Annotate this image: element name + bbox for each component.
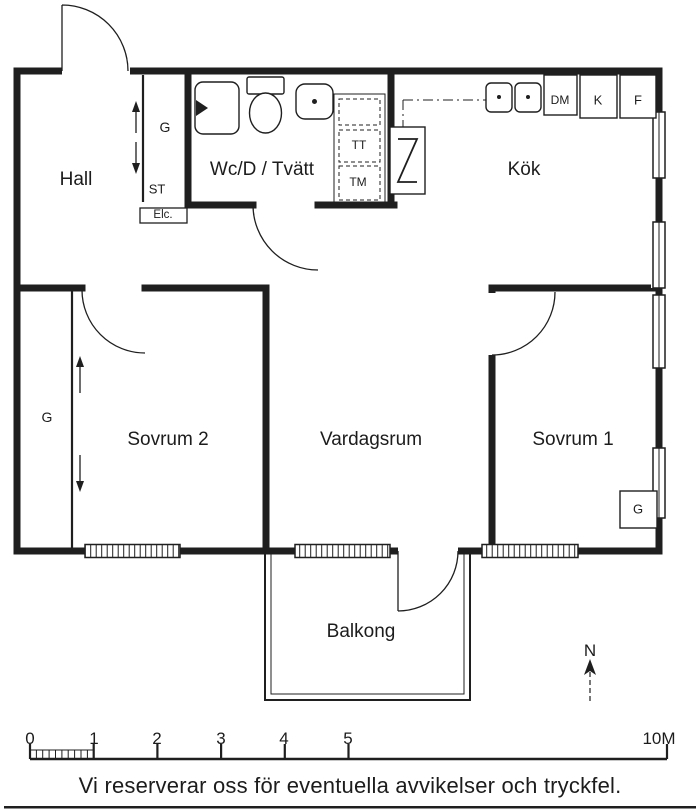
scale-bar (28, 744, 669, 761)
room-label-balkong: Balkong (326, 621, 396, 642)
room-label-kok: Kök (507, 159, 541, 180)
room-label-wc-tvatt: Wc/D / Tvätt (209, 159, 315, 180)
room-label-sovrum2: Sovrum 2 (127, 429, 209, 450)
kitchen-fixtures (389, 74, 657, 195)
wardrobe-label-left: G (41, 409, 53, 425)
dryer-label-tt: TT (351, 138, 367, 152)
shelf-label-st: ST (148, 181, 166, 197)
freezer-label-f: F (634, 92, 642, 108)
sliding-door-arrow-icons (76, 101, 140, 492)
scale-label-10m: 10M (642, 729, 676, 748)
scale-label-3: 3 (216, 729, 226, 748)
electrical-label: Elc. (153, 209, 173, 221)
bathroom-fixtures (194, 76, 334, 135)
north-arrow-icon (584, 659, 596, 701)
fridge-label-k: K (593, 92, 603, 108)
door-icons (61, 4, 556, 612)
walls (13, 67, 663, 555)
thin-walls (70, 75, 658, 551)
washer-label-tm: TM (349, 175, 367, 189)
scale-label-1: 1 (89, 729, 99, 748)
balcony-outline (264, 554, 471, 701)
scale-label-0: 0 (25, 729, 35, 748)
scale-label-2: 2 (152, 729, 162, 748)
window-icons (84, 111, 666, 559)
scale-label-4: 4 (279, 729, 289, 748)
dishwasher-label-dm: DM (550, 93, 570, 107)
wardrobe-label-hall: G (159, 119, 171, 135)
room-label-sovrum1: Sovrum 1 (532, 429, 614, 450)
north-label: N (583, 641, 597, 660)
scale-label-5: 5 (343, 729, 353, 748)
room-label-hall: Hall (59, 169, 93, 190)
room-label-vardagsrum: Vardagsrum (319, 429, 423, 450)
wardrobe-label-sovrum1: G (632, 501, 644, 517)
disclaimer-text: Vi reserverar oss för eventuella avvikel… (78, 773, 622, 798)
page-bottom-rule (4, 806, 696, 809)
